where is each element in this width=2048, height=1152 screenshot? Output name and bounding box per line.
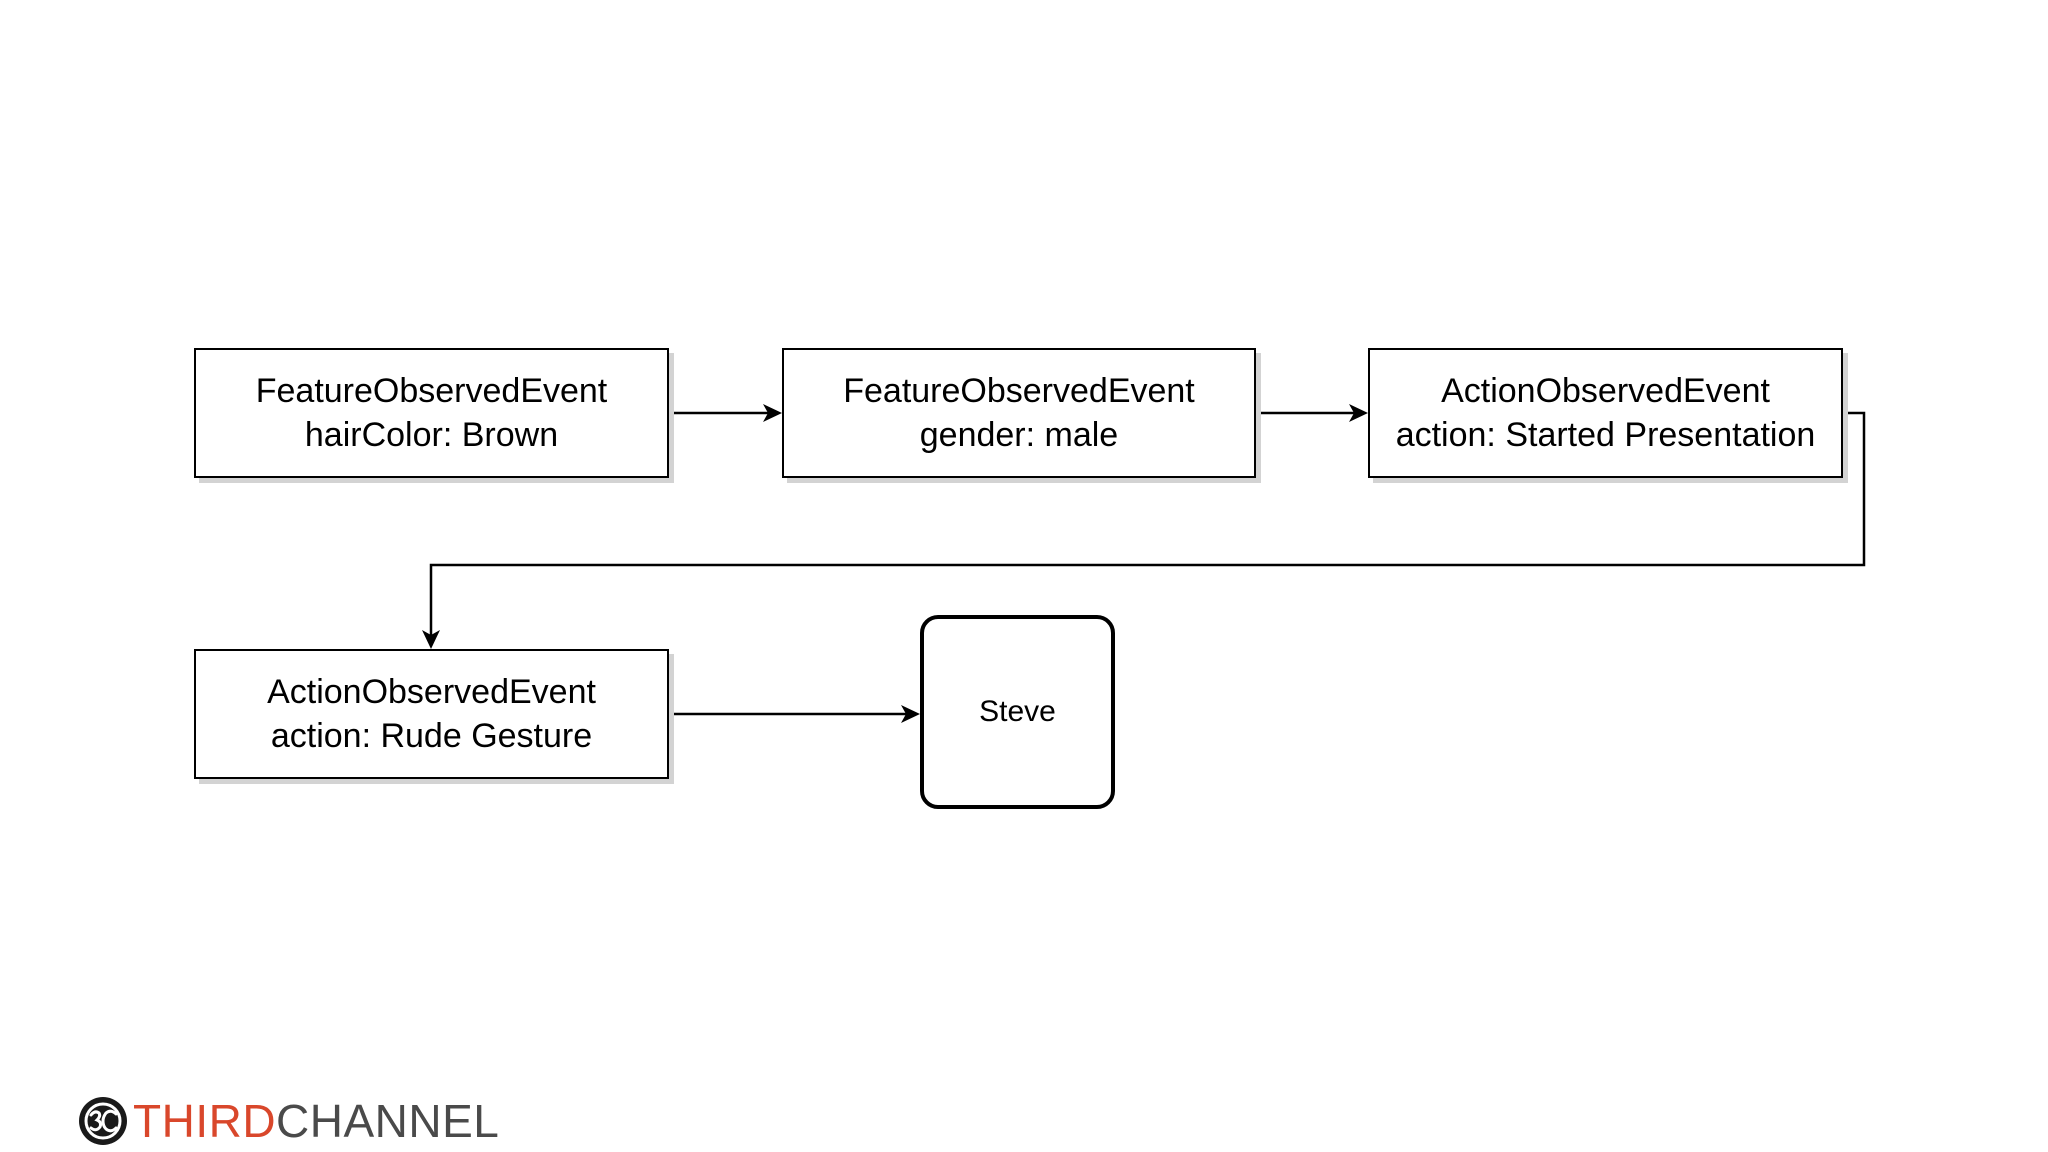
edge-n3-n4-head <box>422 630 440 649</box>
thirdchannel-logo: THIRDCHANNEL <box>77 1092 499 1150</box>
result-node-steve: Steve <box>920 615 1115 809</box>
edge-n2-n3-head <box>1349 404 1368 422</box>
event-node-detail: action: Rude Gesture <box>270 717 593 755</box>
event-node-detail: hairColor: Brown <box>304 416 559 454</box>
event-node-type: ActionObservedEvent <box>1441 372 1770 410</box>
edge-n4-n5-head <box>901 705 920 723</box>
logo-word-third: THIRD <box>133 1095 277 1147</box>
logo-word-channel: CHANNEL <box>276 1095 500 1147</box>
event-node-detail: action: Started Presentation <box>1395 416 1816 454</box>
event-node-started-presentation: ActionObservedEvent action: Started Pres… <box>1368 348 1843 478</box>
edge-n3-n4 <box>429 411 1866 638</box>
thirdchannel-logo-icon <box>79 1097 127 1145</box>
event-node-gender: FeatureObservedEvent gender: male <box>782 348 1256 478</box>
event-node-type: FeatureObservedEvent <box>255 372 608 410</box>
event-node-type: FeatureObservedEvent <box>843 372 1195 410</box>
event-node-detail: gender: male <box>919 416 1119 454</box>
edge-n1-n2-head <box>763 404 782 422</box>
thirdchannel-wordmark: THIRDCHANNEL <box>133 1095 499 1147</box>
event-node-haircolor: FeatureObservedEvent hairColor: Brown <box>194 348 669 478</box>
event-node-rude-gesture: ActionObservedEvent action: Rude Gesture <box>194 649 669 779</box>
event-node-type: ActionObservedEvent <box>267 673 596 711</box>
result-node-label: Steve <box>979 695 1056 728</box>
